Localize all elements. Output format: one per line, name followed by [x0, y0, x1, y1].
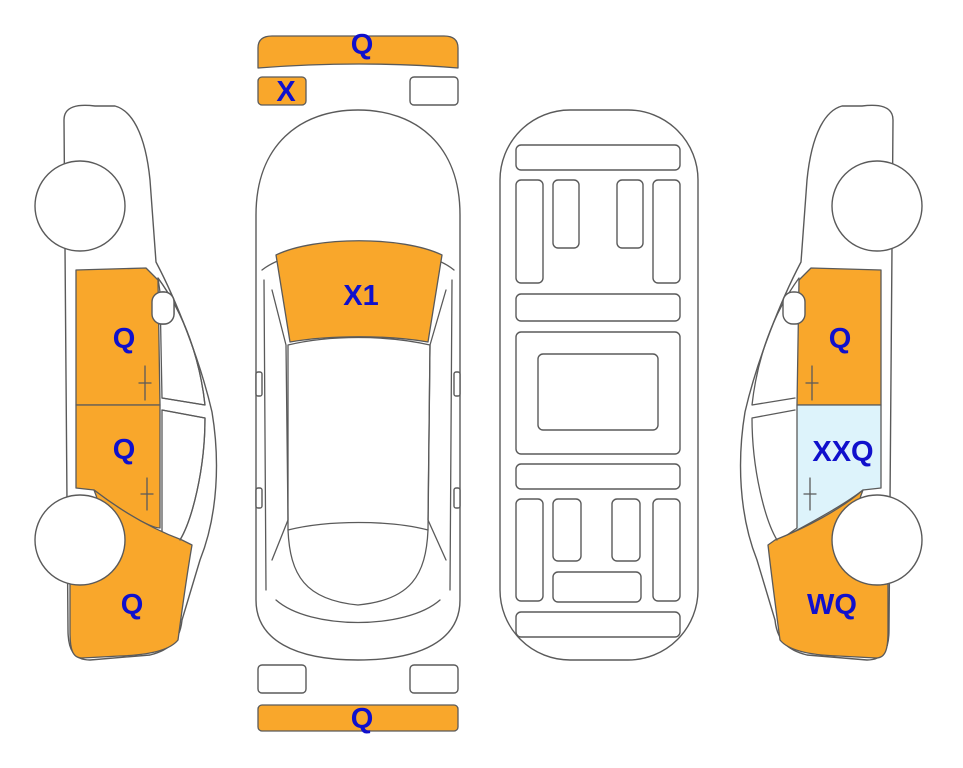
rear-bumper-panel[interactable] [257, 704, 459, 732]
rear-bumper-label: Q [351, 703, 374, 735]
right-side-rear-window-frame [751, 409, 796, 541]
underbody-rear-right-rail [652, 498, 681, 602]
left-front-door-label: Q [113, 323, 136, 355]
underbody-rear-center [552, 571, 642, 603]
top-view-trunk-line [275, 599, 441, 624]
top-view-right-mirror [453, 371, 461, 397]
right-front-door-handle [805, 365, 819, 401]
right-rear-door-label: XXQ [812, 436, 873, 468]
underbody-front-right-rail [652, 179, 681, 284]
underbody-rear-right-inner [611, 498, 641, 562]
top-view-left-sill [263, 279, 267, 591]
right-front-door-panel[interactable] [796, 267, 882, 406]
left-rear-quarter-label: Q [121, 589, 144, 621]
underbody-center-panel [537, 353, 659, 431]
front-left-light-panel[interactable] [257, 76, 307, 106]
right-rear-door-handle [803, 477, 817, 511]
underbody-front-right-inner [616, 179, 644, 249]
underbody-mid-rear-crossmember [515, 463, 681, 490]
left-rear-door-handle [140, 477, 154, 511]
front-bumper-label: Q [351, 29, 374, 61]
underbody-front-crossmember [515, 144, 681, 171]
rear-left-light-panel[interactable] [257, 664, 307, 694]
top-view-rear-window [287, 529, 429, 606]
underbody-rear-left-inner [552, 498, 582, 562]
top-view-left-mirror [255, 371, 263, 397]
underbody-rear-left-rail [515, 498, 544, 602]
windshield-panel[interactable] [275, 240, 443, 343]
top-view-right-sill [449, 279, 453, 591]
right-side-mirror [782, 291, 806, 325]
right-rear-quarter-label: WQ [807, 589, 857, 621]
front-bumper-panel[interactable] [257, 35, 459, 69]
underbody-front-left-inner [552, 179, 580, 249]
front-right-light-panel[interactable] [409, 76, 459, 106]
right-side-rear-wheel [831, 494, 923, 586]
left-front-door-panel[interactable] [75, 267, 161, 406]
underbody-rear-crossmember [515, 611, 681, 638]
underbody-view [499, 109, 699, 661]
right-side-front-wheel [831, 160, 923, 252]
left-side-rear-window-frame [161, 409, 206, 541]
top-view-roof [287, 336, 431, 531]
left-side-rear-wheel [34, 494, 126, 586]
top-view-right-rear-handle [453, 487, 461, 509]
rear-right-light-panel[interactable] [409, 664, 459, 694]
left-side-front-wheel [34, 160, 126, 252]
left-front-door-handle [138, 365, 152, 401]
left-rear-door-label: Q [113, 434, 136, 466]
top-view-left-side-window [271, 289, 289, 561]
right-front-door-label: Q [829, 323, 852, 355]
top-view-left-rear-handle [255, 487, 263, 509]
windshield-label: X1 [343, 280, 378, 312]
underbody-front-left-rail [515, 179, 544, 284]
left-side-mirror-front [151, 291, 175, 325]
underbody-mid-front-crossmember [515, 293, 681, 322]
front-left-light-label: X [276, 76, 296, 108]
